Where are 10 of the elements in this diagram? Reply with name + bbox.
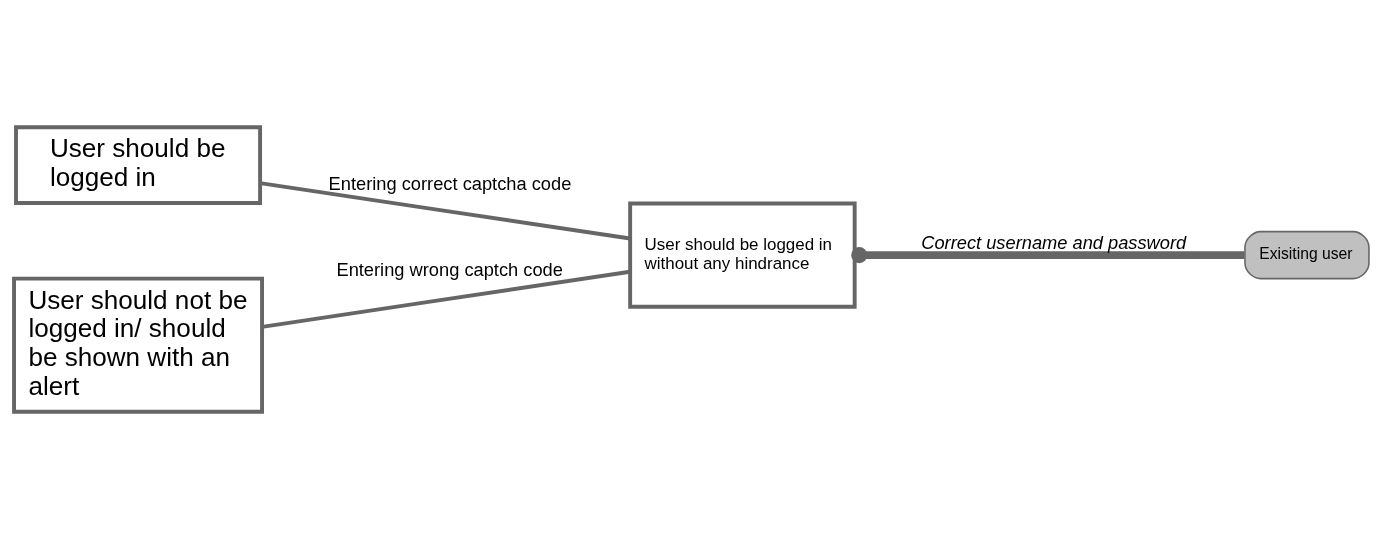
connector — [851, 247, 1245, 264]
node-box: User should be logged in — [14, 125, 263, 205]
connector — [259, 181, 631, 241]
node-box: User should not be logged in/ should be shown with an alert — [12, 276, 264, 414]
node-box: User should be logged in without any hindrance — [628, 201, 857, 309]
edge-label: Entering correct captcha code — [328, 173, 572, 195]
edge-label: Entering wrong captch code — [336, 259, 563, 281]
node-box: Exisiting user — [1244, 230, 1370, 280]
edge-label: Correct username and password — [921, 231, 1187, 253]
connector — [261, 269, 631, 329]
